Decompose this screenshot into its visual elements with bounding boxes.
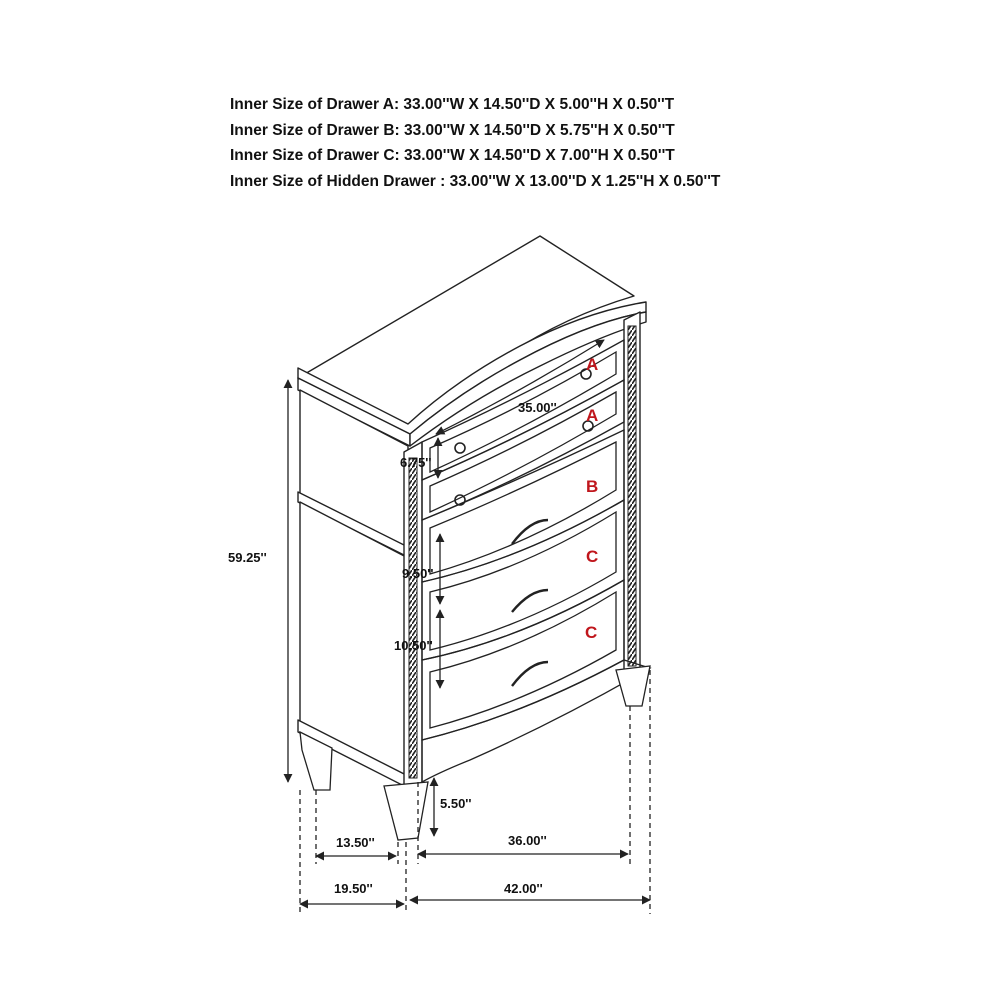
spec-drawer-a: Inner Size of Drawer A: 33.00''W X 14.50… <box>230 96 675 113</box>
dimension-labels: 59.25'' 35.00'' 6.75'' 9.50'' 10.50'' 5.… <box>228 400 557 896</box>
spec-drawer-c: Inner Size of Drawer C: 33.00''W X 14.50… <box>230 147 675 164</box>
label-total-height: 59.25'' <box>228 550 267 565</box>
label-inner-depth: 13.50'' <box>336 835 375 850</box>
drawer-letter-a2: A <box>586 406 598 425</box>
label-overall-width: 42.00'' <box>504 881 543 896</box>
leg-back <box>299 730 333 791</box>
spec-drawer-b: Inner Size of Drawer B: 33.00''W X 14.50… <box>230 121 675 139</box>
drawer-letter-b: B <box>586 477 598 496</box>
drawer-specs-list: Inner Size of Drawer A: 33.00''W X 14.50… <box>230 92 720 194</box>
drawer-letter-c1: C <box>586 547 598 566</box>
knob-b-left <box>454 494 466 506</box>
drawer-letter-c2: C <box>585 623 597 642</box>
spec-hidden-drawer: Inner Size of Hidden Drawer : 33.00''W X… <box>230 172 721 190</box>
extension-lines <box>299 670 651 914</box>
drawer-letters: A A B C C <box>585 355 598 642</box>
drawer-c-lower <box>421 578 625 741</box>
label-drawer-a-front: 6.75'' <box>400 455 431 470</box>
label-overall-depth: 19.50'' <box>334 881 373 896</box>
rope-trim <box>408 325 637 779</box>
chest-body <box>297 235 647 793</box>
label-inner-width: 36.00'' <box>508 833 547 848</box>
drawer-letter-a1: A <box>586 355 598 374</box>
apron <box>421 659 652 784</box>
bail-pull-1 <box>511 518 549 545</box>
bail-pull-2 <box>511 588 549 613</box>
leg-front-left <box>383 781 429 841</box>
label-leg-height: 5.50'' <box>440 796 471 811</box>
bail-pull-3 <box>511 660 549 687</box>
knob-a-left <box>454 442 466 454</box>
leg-front-right <box>615 665 651 707</box>
label-top-width: 35.00'' <box>518 400 557 415</box>
label-drawer-c-upper: 9.50'' <box>402 566 433 581</box>
dimension-lines <box>283 339 651 909</box>
label-drawer-c-lower: 10.50'' <box>394 638 433 653</box>
